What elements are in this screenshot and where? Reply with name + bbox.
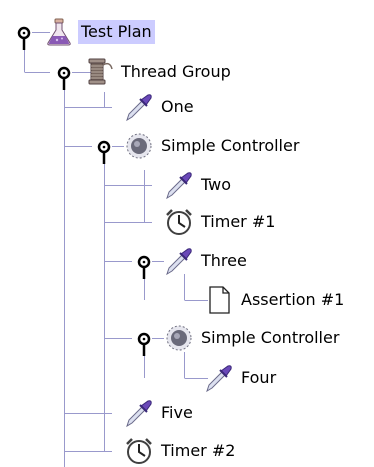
tree-node-label: Thread Group — [121, 62, 231, 81]
tree-node-label: One — [161, 97, 194, 116]
expand-toggle-icon[interactable] — [54, 63, 74, 93]
pipette-icon — [164, 170, 194, 200]
tree-node-assertion-1[interactable]: Assertion #1 — [204, 281, 347, 319]
tree-node-label: Assertion #1 — [241, 290, 345, 309]
timer-icon — [164, 207, 194, 237]
tree-node-four[interactable]: Four — [204, 359, 279, 397]
tree-node-label: Simple Controller — [161, 136, 300, 155]
tree-node-five[interactable]: Five — [124, 394, 196, 432]
tree-node-label: Timer #2 — [161, 441, 236, 460]
document-icon — [204, 285, 234, 315]
expand-toggle-icon[interactable] — [134, 329, 154, 359]
tree-node-label: Two — [201, 175, 231, 194]
tree-node-timer-1[interactable]: Timer #1 — [164, 203, 278, 241]
tree-node-one[interactable]: One — [124, 88, 197, 126]
tree-node-timer-2[interactable]: Timer #2 — [124, 432, 238, 467]
tree-node-simple-controller[interactable]: Simple Controller — [124, 127, 302, 165]
tree-node-label: Three — [201, 251, 247, 270]
spool-icon — [84, 57, 114, 87]
expand-toggle-icon[interactable] — [94, 137, 114, 167]
tree-node-label: Test Plan — [78, 20, 155, 44]
tree-node-two[interactable]: Two — [164, 166, 234, 204]
expand-toggle-icon[interactable] — [14, 23, 34, 53]
pipette-icon — [164, 246, 194, 276]
tree-node-label: Five — [161, 403, 193, 422]
pipette-icon — [204, 363, 234, 393]
tree-node-test-plan[interactable]: Test Plan — [44, 13, 155, 51]
tree-node-thread-group[interactable]: Thread Group — [84, 53, 234, 91]
pipette-icon — [124, 92, 154, 122]
tree-node-simple-controller[interactable]: Simple Controller — [164, 319, 342, 357]
timer-icon — [124, 436, 154, 466]
flask-icon — [44, 17, 74, 47]
tree-node-three[interactable]: Three — [164, 242, 250, 280]
controller-icon — [164, 323, 194, 353]
pipette-icon — [124, 398, 154, 428]
tree-node-label: Four — [241, 368, 277, 387]
expand-toggle-icon[interactable] — [134, 252, 154, 282]
tree-node-label: Timer #1 — [201, 212, 276, 231]
tree-node-label: Simple Controller — [201, 328, 340, 347]
controller-icon — [124, 131, 154, 161]
